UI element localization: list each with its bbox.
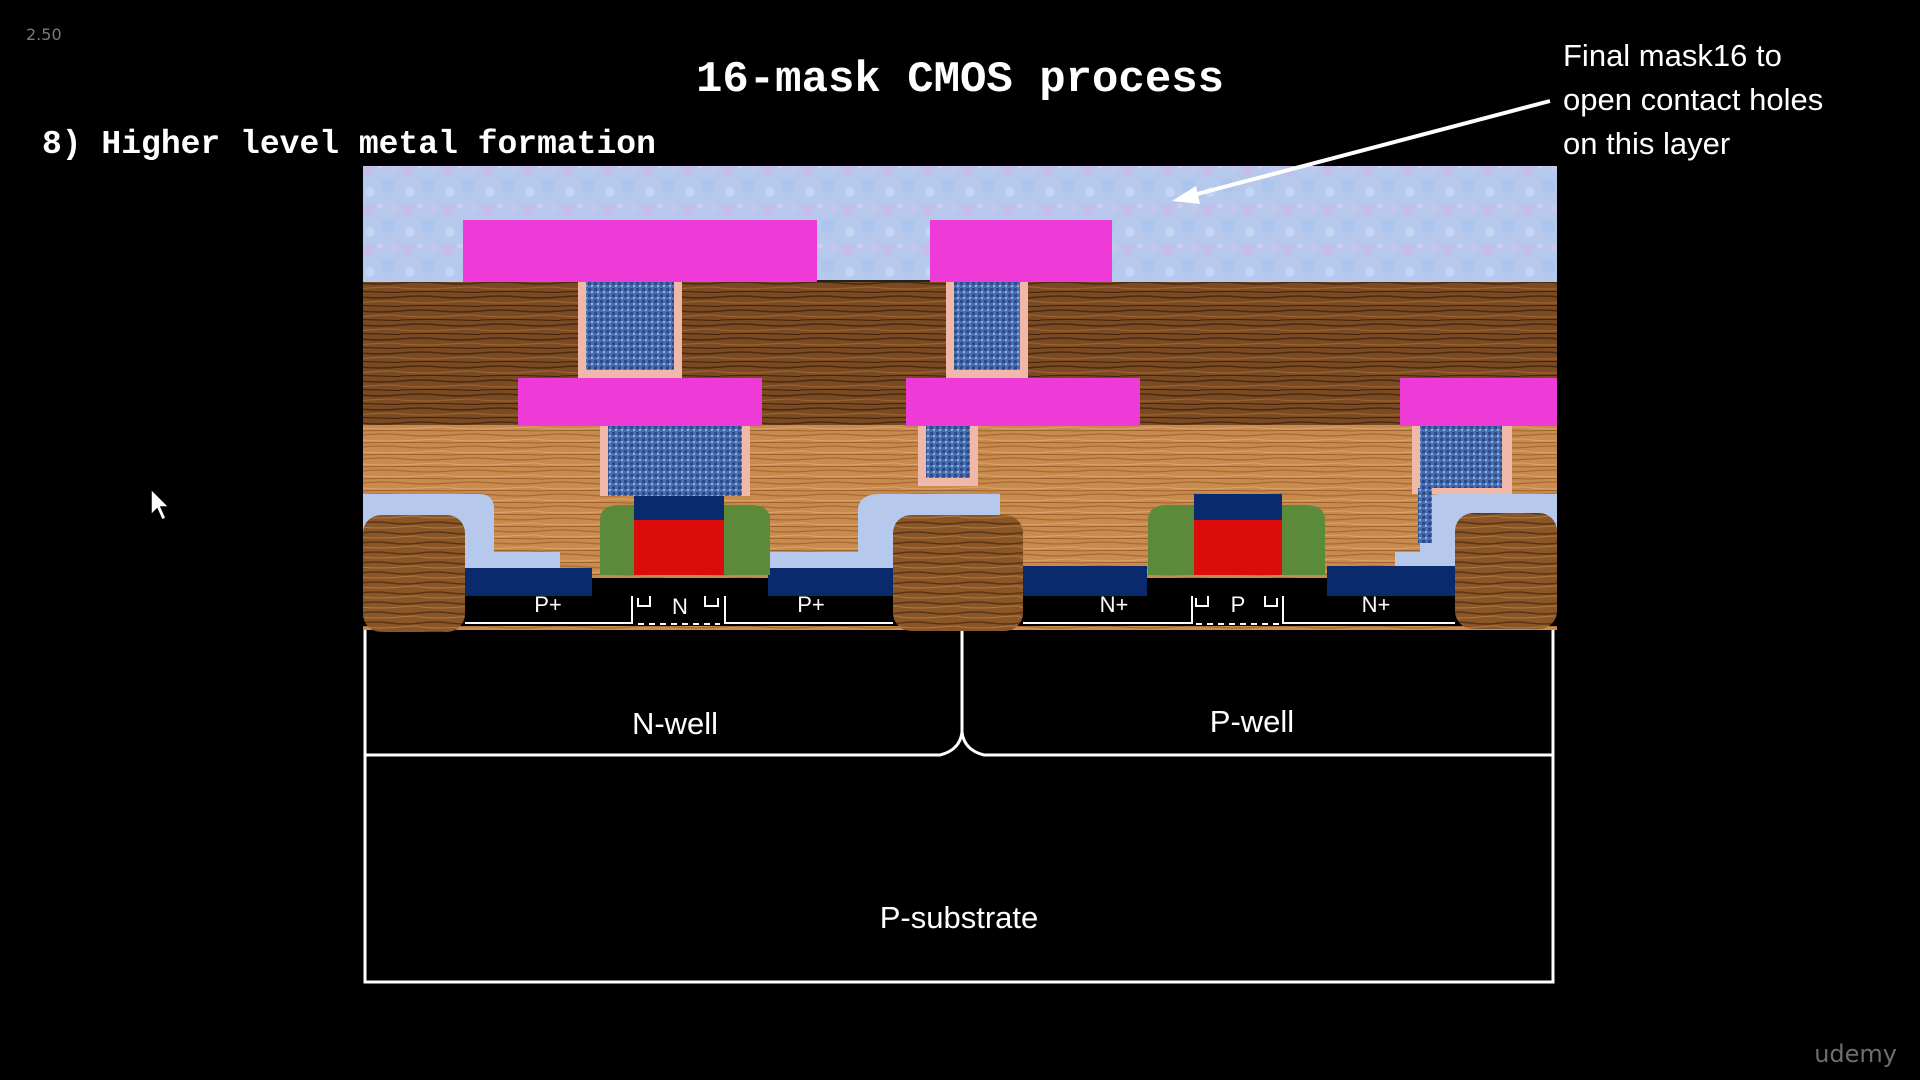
nplus-right-contact — [1327, 566, 1455, 596]
field-oxide-mid — [893, 515, 1023, 631]
label-p-well: P-well — [1210, 704, 1294, 739]
substrate-outline — [363, 625, 1555, 984]
label-p-channel: P — [1231, 592, 1246, 617]
label-pplus-right: P+ — [797, 592, 825, 617]
field-oxide-left — [363, 515, 465, 632]
pplus-left-contact — [465, 568, 592, 596]
vias-level1 — [600, 426, 1512, 543]
pplus-right-contact — [768, 568, 893, 596]
pmos-gate — [600, 496, 770, 575]
annotation-line-3: on this layer — [1563, 126, 1731, 161]
diffusion-outlines — [465, 596, 1455, 624]
metal2-right — [930, 220, 1112, 282]
metal1-left — [518, 378, 762, 426]
metal2-left — [463, 220, 817, 282]
field-oxide-right — [1455, 513, 1557, 629]
vias-level2 — [578, 282, 1028, 378]
metal1-right — [1400, 378, 1557, 426]
slide-title: 16-mask CMOS process — [695, 55, 1225, 105]
annotation-note: Final mask16 to open contact holes on th… — [1563, 34, 1893, 166]
metal1-mid — [906, 378, 1140, 426]
label-nplus-right: N+ — [1362, 592, 1391, 617]
annotation-line-2: open contact holes — [1563, 82, 1824, 117]
label-pplus-left: P+ — [534, 592, 562, 617]
nplus-left-contact — [1023, 566, 1147, 596]
step-heading: 8) Higher level metal formation — [42, 126, 656, 163]
label-n-well: N-well — [632, 706, 718, 741]
mouse-pointer-icon — [150, 488, 171, 522]
playback-speed: 2.50 — [26, 25, 62, 44]
annotation-line-1: Final mask16 to — [1563, 38, 1782, 73]
label-nplus-left: N+ — [1100, 592, 1129, 617]
udemy-watermark: udemy — [1814, 1040, 1897, 1068]
nmos-gate — [1148, 494, 1325, 575]
label-n-channel: N — [672, 594, 688, 619]
label-p-substrate: P-substrate — [880, 900, 1039, 935]
annotation-arrow-icon — [1172, 99, 1551, 204]
